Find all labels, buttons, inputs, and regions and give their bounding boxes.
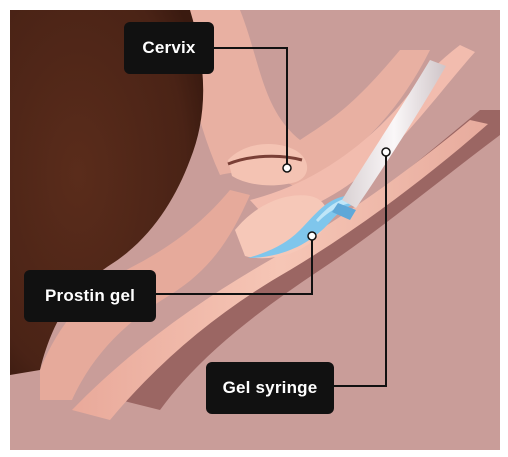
leader-dot-syringe: [382, 148, 390, 156]
leader-dot-cervix: [283, 164, 291, 172]
gel-syringe-label: Gel syringe: [206, 362, 334, 414]
prostin-gel-label: Prostin gel: [24, 270, 156, 322]
cervix-label: Cervix: [124, 22, 214, 74]
leader-dot-prostin: [308, 232, 316, 240]
